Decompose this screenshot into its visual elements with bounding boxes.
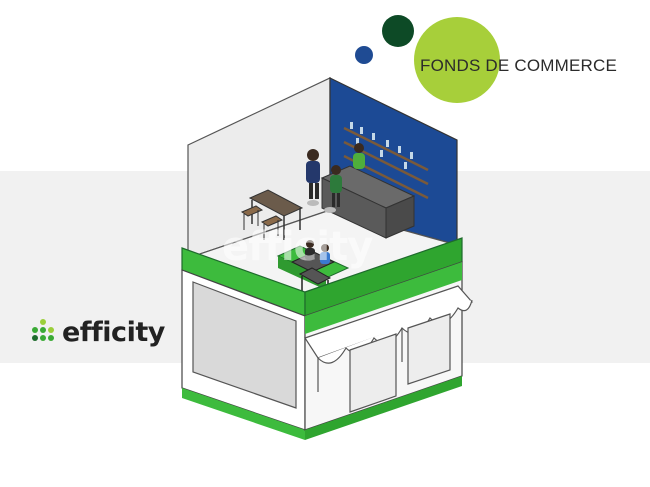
bar-counter-side bbox=[385, 195, 415, 239]
bartender-figure bbox=[353, 143, 365, 169]
bar-stool bbox=[307, 200, 319, 206]
watermark-text: efficity bbox=[222, 224, 373, 270]
shop-window-right bbox=[407, 313, 451, 385]
shop-door bbox=[349, 333, 397, 413]
chair bbox=[240, 205, 284, 240]
efficity-logo: efficity bbox=[28, 312, 165, 352]
customer-figure bbox=[306, 149, 320, 199]
bottles bbox=[350, 122, 413, 169]
storefront-sign-band bbox=[305, 262, 462, 334]
storefront-base-right bbox=[305, 376, 462, 440]
bar-stool bbox=[324, 207, 336, 213]
fonds-de-commerce-label: FONDS DE COMMERCE bbox=[420, 56, 618, 75]
high-table bbox=[248, 189, 304, 217]
badge-circle bbox=[414, 17, 500, 103]
decor-dot-dark-green bbox=[382, 15, 414, 47]
dot-grid-icon bbox=[28, 317, 58, 347]
storefront-base-left bbox=[182, 388, 305, 440]
logo-text: efficity bbox=[62, 316, 165, 348]
customer-figure-2 bbox=[330, 165, 342, 207]
storefront-window bbox=[192, 281, 297, 409]
decor-dot-blue bbox=[355, 46, 373, 64]
